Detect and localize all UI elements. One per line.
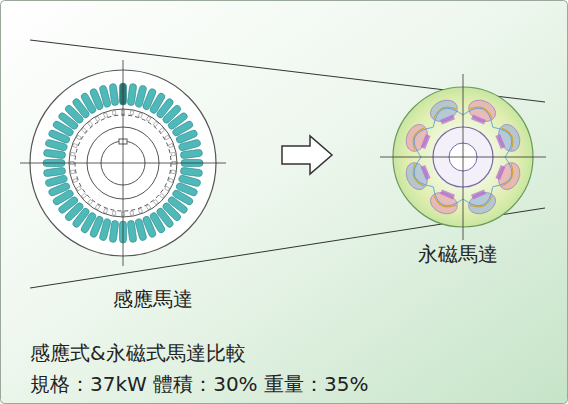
rotor-bar (73, 143, 78, 147)
rotor-bar (71, 152, 75, 156)
magnet-pole (425, 95, 463, 128)
magnet-pole (492, 157, 525, 195)
magnet-pole (401, 119, 434, 157)
magnet-pole (425, 186, 463, 219)
magnet-pole (492, 119, 525, 157)
rotor-bar (146, 116, 151, 121)
rotor-bar (160, 193, 165, 198)
rotor-bar (171, 152, 175, 156)
stator-slot (127, 220, 137, 243)
magnet-pole (401, 157, 434, 195)
induction-motor (20, 60, 226, 266)
magnet-pole (463, 95, 501, 128)
rotor-bar (138, 113, 142, 118)
rotor-bar (153, 200, 158, 205)
stator-slot (109, 83, 119, 106)
rotor-bar (138, 209, 142, 214)
stator-slot (180, 149, 203, 159)
stator-slot (43, 167, 66, 177)
motor-name: 感應馬達 (113, 287, 193, 311)
rotor-bar (76, 186, 81, 191)
rotor-bar (81, 193, 86, 198)
rotor-bar (103, 209, 107, 214)
arrow-symbol (282, 136, 332, 174)
comparison-heading: 感應式&永磁式馬達比較 (30, 341, 246, 365)
rotor-bar (165, 135, 170, 140)
rotor-bar (169, 178, 174, 182)
rotor-bar (88, 121, 93, 126)
rotor-bar (153, 121, 158, 126)
rotor-bar (81, 128, 86, 133)
pm-motor (380, 74, 546, 240)
rotor-bar (103, 113, 107, 118)
rotor-bar (71, 170, 75, 174)
rotor-bar (112, 211, 116, 215)
rotor-bar (95, 116, 100, 121)
rotor-bar (169, 143, 174, 147)
magnet-pole (463, 186, 501, 219)
rotor-bar (171, 170, 175, 174)
rotor-bar (95, 205, 100, 210)
rotor-bar (146, 205, 151, 210)
rotor-bar (130, 111, 134, 115)
motor-name: 永磁馬達 (418, 242, 498, 266)
rotor-bar (73, 178, 78, 182)
spec-note: 規格：37kW 體積：30% 重量：35% (30, 372, 368, 396)
rotor-bar (160, 128, 165, 133)
rotor-bar (130, 211, 134, 215)
rotor-bar (112, 111, 116, 115)
rotor-bar (165, 186, 170, 191)
rotor-bar (76, 135, 81, 140)
rotor-bar (88, 200, 93, 205)
